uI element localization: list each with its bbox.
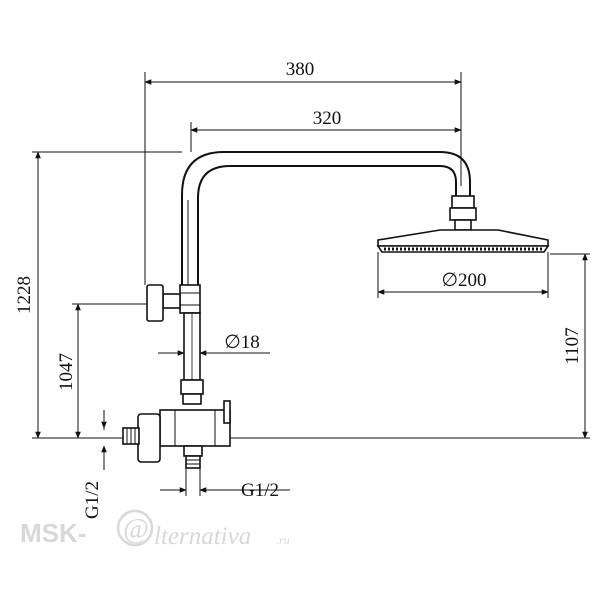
arm-inner-line: [197, 165, 457, 287]
mixer-top-nut: [180, 379, 204, 395]
dim-overall-reach: 380: [286, 59, 315, 80]
dim-pipe-diameter: ∅18: [224, 332, 260, 353]
dim-thread-side: G1/2: [82, 481, 103, 519]
watermark: MSK- @ lternativa .ru: [20, 509, 290, 550]
bottom-outlet-nut: [183, 445, 203, 457]
watermark-tld: .ru: [276, 533, 290, 547]
mixer-flange: [137, 413, 161, 463]
arm-nut-1: [451, 195, 475, 209]
shower-body: [122, 151, 550, 469]
dimension-lines: [35, 79, 588, 493]
dim-total-height: 1228: [14, 276, 35, 314]
dim-head-diameter: ∅200: [441, 270, 486, 291]
watermark-rest: lternativa: [154, 523, 251, 550]
dim-lower-height: 1047: [56, 353, 77, 391]
mixer-body: [159, 409, 231, 447]
wall-bracket-arm: [162, 293, 181, 309]
mixer-top-nut-2: [182, 393, 202, 405]
dimension-labels: 380 320 ∅200 ∅18 G1/2 1228 1047 1107 G1/…: [14, 59, 583, 519]
arm-outer-line: [181, 151, 471, 287]
extension-lines: [32, 72, 590, 496]
diverter-lever: [223, 400, 231, 424]
dim-head-height: 1107: [562, 327, 583, 364]
dim-arm-reach: 320: [313, 108, 342, 129]
dim-thread-bottom: G1/2: [241, 480, 279, 501]
arm-nut-3: [454, 219, 472, 231]
arm-nut-2: [449, 207, 477, 221]
riser-collar: [179, 284, 201, 314]
watermark-brand: MSK-: [20, 518, 86, 548]
watermark-at: @: [123, 514, 149, 545]
watermark-at-circle: [116, 509, 154, 547]
bottom-outlet: [185, 455, 201, 469]
shower-head-bottom: [376, 245, 550, 253]
wall-bracket-plate: [146, 284, 164, 322]
shower-head-top: [377, 229, 549, 247]
